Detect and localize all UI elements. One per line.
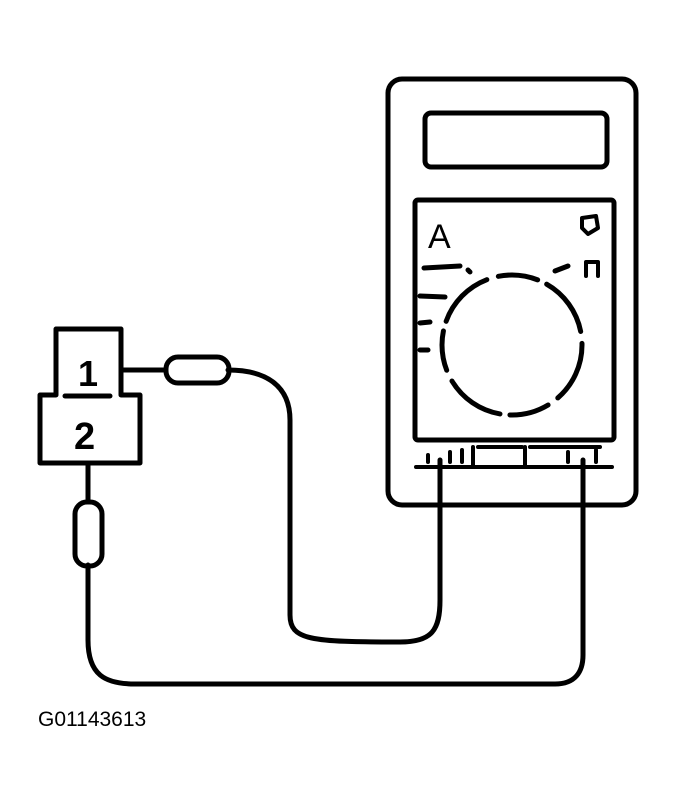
probe-lead-1	[118, 354, 443, 645]
multimeter: A	[385, 76, 639, 508]
probe-1	[163, 354, 232, 386]
connector: 1 2	[37, 326, 143, 466]
probe-2	[72, 499, 105, 569]
dial-label-a: A	[428, 218, 451, 256]
connector-housing	[37, 326, 143, 466]
meter-dial-panel	[412, 197, 617, 443]
terminal-2-label: 2	[74, 416, 95, 458]
dial-indicator-bottom	[584, 260, 600, 278]
meter-display	[422, 110, 610, 170]
dial-scale-marks	[417, 263, 571, 353]
figure-code: G01143613	[38, 708, 147, 731]
probe-lead-2	[72, 460, 586, 687]
dial-indicator-top	[580, 214, 600, 236]
selector-dial	[439, 272, 585, 418]
input-jack-bar	[414, 445, 614, 469]
wire-2	[85, 460, 586, 687]
terminal-1-label: 1	[78, 353, 98, 394]
wire-1	[118, 367, 443, 645]
meter-body	[385, 76, 639, 508]
